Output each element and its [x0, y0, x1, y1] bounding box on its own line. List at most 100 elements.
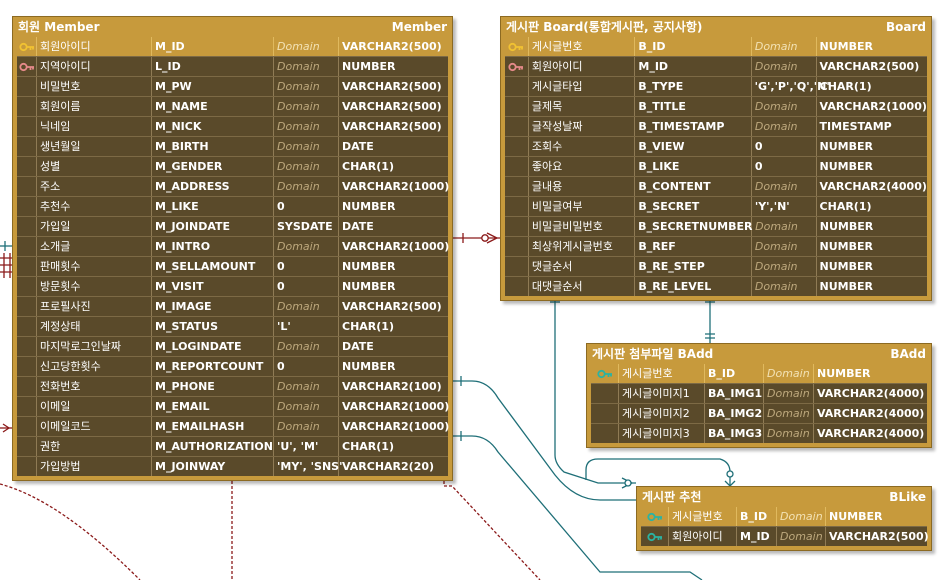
table-title: 게시판 첨부파일 BAdd: [592, 347, 714, 361]
table-header[interactable]: 게시판 추천 BLike: [637, 487, 931, 507]
domain: Domain: [752, 97, 817, 116]
data-type: NUMBER: [819, 280, 873, 293]
domain: Domain: [274, 337, 339, 356]
data-type: VARCHAR2(1000): [342, 180, 450, 193]
data-type: CHAR(1): [342, 440, 394, 453]
domain: Domain: [777, 527, 826, 546]
domain: 'U', 'M': [274, 437, 339, 456]
domain: Domain: [752, 37, 817, 56]
domain: Domain: [274, 417, 339, 436]
rel-board-blike[interactable]: [554, 294, 636, 484]
domain: Domain: [764, 384, 814, 403]
logical-name: 추천수: [37, 197, 152, 216]
key-cell: [17, 77, 37, 96]
physical-name: M_NAME: [152, 97, 274, 116]
physical-name: B_SECRETNUMBER: [635, 217, 752, 236]
key-cell: [505, 177, 529, 196]
rel-blike-up[interactable]: [585, 458, 731, 485]
data-type: NUMBER: [819, 220, 874, 233]
domain: Domain: [274, 157, 339, 176]
table-header[interactable]: 회원 Member Member: [13, 17, 452, 37]
data-type: VARCHAR2(500): [342, 120, 442, 133]
domain: Domain: [274, 177, 339, 196]
domain: 'MY', 'SNS': [274, 457, 342, 476]
physical-name: M_LIKE: [152, 197, 274, 216]
key-cell: [17, 177, 37, 196]
physical-name: M_PW: [152, 77, 274, 96]
physical-name: M_EMAIL: [152, 397, 274, 416]
table-header[interactable]: 게시판 Board(통합게시판, 공지사항) Board: [501, 17, 931, 37]
physical-name: M_PHONE: [152, 377, 274, 396]
logical-name: 생년월일: [37, 137, 152, 156]
domain: Domain: [752, 217, 817, 236]
key-cell: [17, 137, 37, 156]
rel-member-blike[interactable]: [453, 380, 636, 501]
logical-name: 이메일코드: [37, 417, 152, 436]
logical-name: 판매횟수: [37, 257, 152, 276]
primary-foreign-key-icon: [646, 512, 663, 522]
physical-name: B_LIKE: [635, 157, 752, 176]
key-cell: [17, 157, 37, 176]
physical-name: M_REPORTCOUNT: [152, 357, 274, 376]
domain: Domain: [274, 57, 339, 76]
domain: Domain: [274, 137, 339, 156]
table-header[interactable]: 게시판 첨부파일 BAdd BAdd: [587, 344, 931, 364]
physical-name: M_INTRO: [152, 237, 274, 256]
data-type: NUMBER: [817, 367, 871, 380]
physical-name: M_NICK: [152, 117, 274, 136]
rel-member-lower[interactable]: [453, 435, 703, 580]
physical-name: M_GENDER: [152, 157, 274, 176]
domain: Domain: [274, 77, 339, 96]
data-type: VARCHAR2(500): [342, 40, 442, 53]
key-cell: [17, 117, 37, 136]
logical-name: 게시글타입: [529, 77, 636, 96]
key-cell: [505, 137, 529, 156]
